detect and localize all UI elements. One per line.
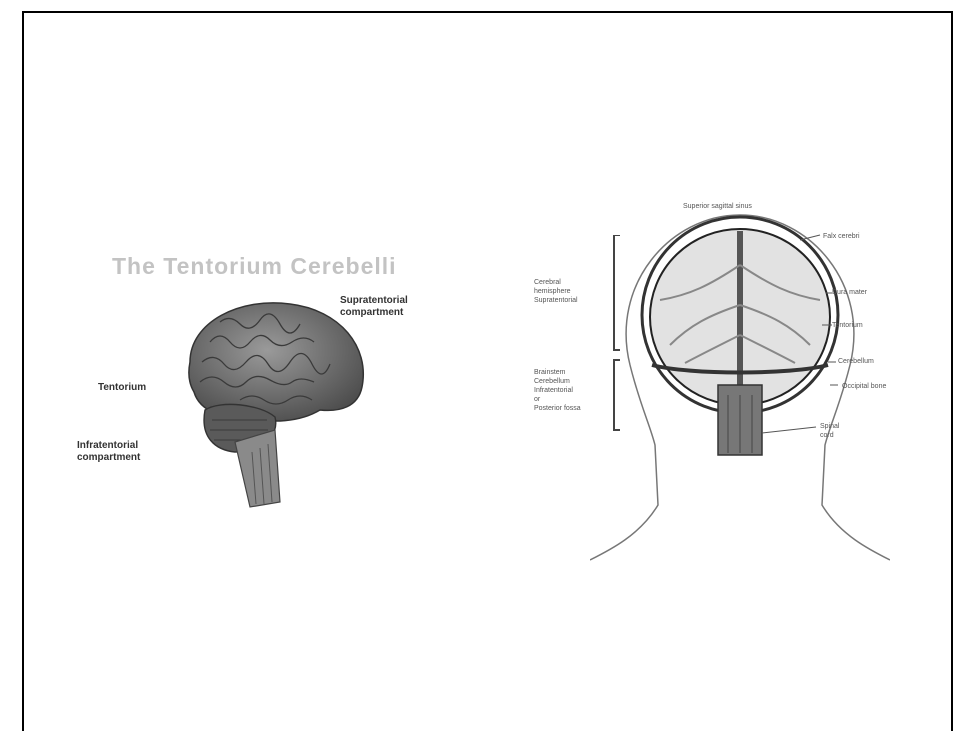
- label-infratentorial: Infratentorial compartment: [77, 440, 140, 464]
- label-sagittal-sinus: Superior sagittal sinus: [683, 202, 752, 211]
- label-supratentorial: Supratentorial compartment: [340, 295, 408, 319]
- lateral-brain-illustration: [180, 292, 380, 512]
- label-falx-cerebri: Falx cerebri: [823, 232, 860, 241]
- label-tentorium: Tentorium: [832, 321, 863, 330]
- label-occipital-bone: Occipital bone: [842, 382, 886, 391]
- compartment-brackets: [600, 235, 630, 435]
- label-dura-mater: Dura mater: [832, 288, 867, 297]
- label-supratentorial-region: Cerebral hemisphere Supratentorial: [534, 278, 578, 305]
- figure-title: The Tentorium Cerebelli: [112, 253, 397, 280]
- label-infratentorial-region: Brainstem Cerebellum Infratentorial or P…: [534, 368, 581, 413]
- label-cerebellum: Cerebellum: [838, 357, 874, 366]
- label-tentorium: Tentorium: [98, 382, 146, 394]
- label-spinal-cord: Spinal cord: [820, 422, 839, 440]
